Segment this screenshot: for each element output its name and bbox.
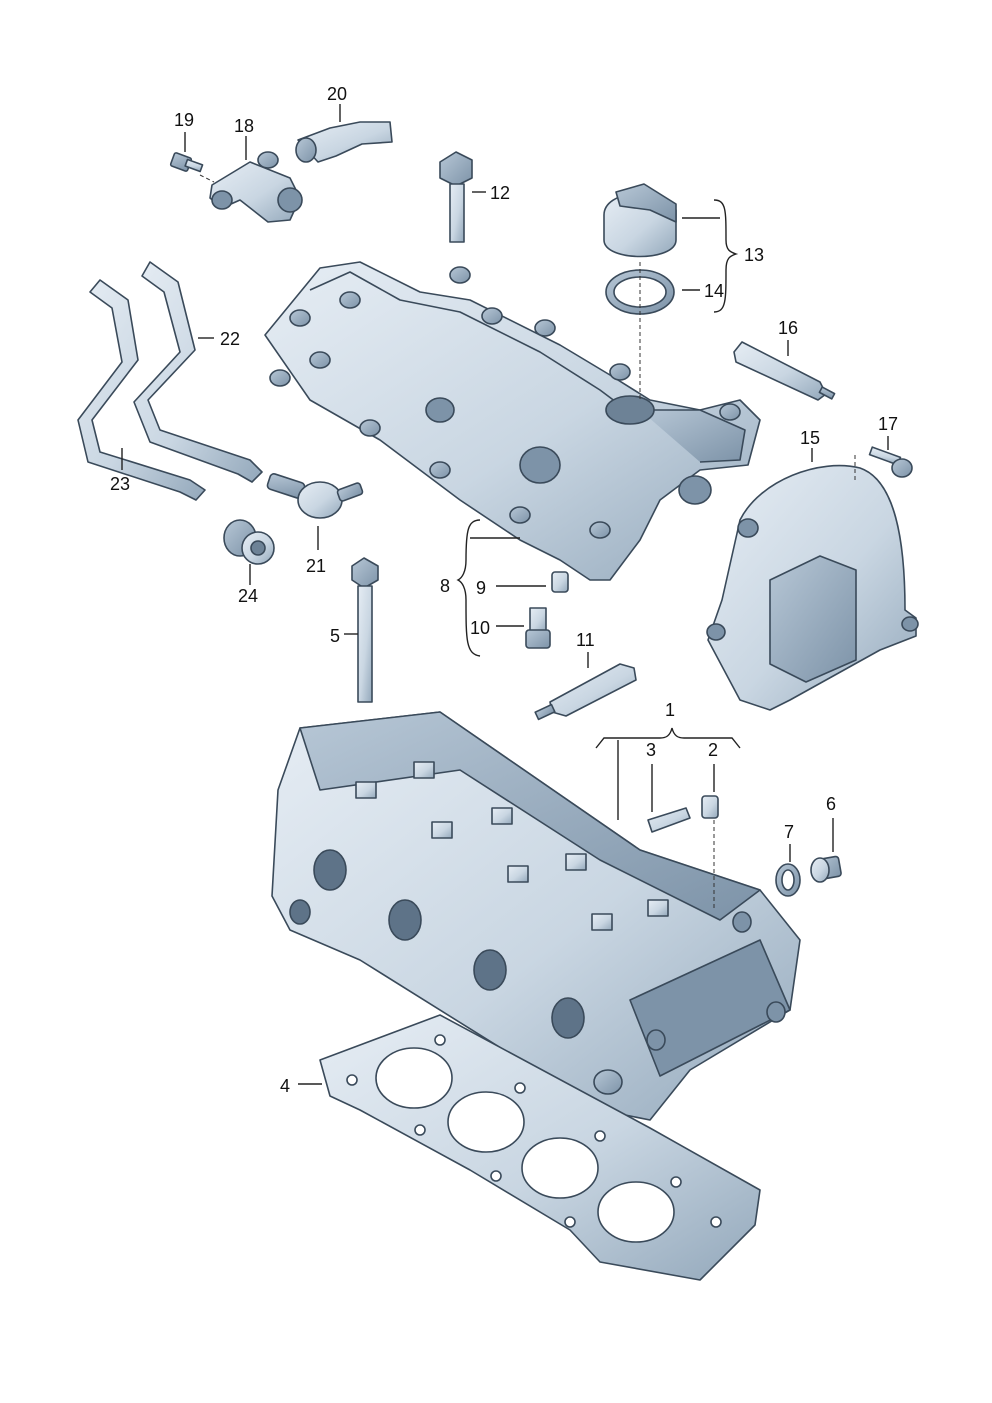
- callout-17: 17: [878, 414, 898, 434]
- callout-22: 22: [220, 329, 240, 349]
- callout-12: 12: [490, 183, 510, 203]
- oil-filler-cap-13[interactable]: [603, 183, 677, 258]
- callout-16: 16: [778, 318, 798, 338]
- callout-2: 2: [708, 740, 718, 760]
- plug-24[interactable]: [223, 519, 275, 565]
- callout-labels: 1 2 3 4 5 6 7 8 9 10 11 12 13 14 15 16 1…: [110, 84, 898, 1096]
- bolt-5[interactable]: [351, 557, 379, 703]
- bolt-12[interactable]: [439, 151, 473, 243]
- sensor-21[interactable]: [266, 473, 364, 519]
- callout-11: 11: [576, 630, 595, 650]
- callout-20: 20: [327, 84, 347, 104]
- hose-22[interactable]: [133, 261, 263, 483]
- cylinder-head-cover[interactable]: [264, 261, 761, 581]
- callout-8: 8: [440, 576, 450, 596]
- callout-21: 21: [306, 556, 326, 576]
- callout-10: 10: [470, 618, 490, 638]
- bolt-10[interactable]: [525, 607, 551, 649]
- bolt-17[interactable]: [868, 446, 913, 478]
- hose-20[interactable]: [295, 121, 393, 163]
- callout-14: 14: [704, 281, 724, 301]
- callout-13: 13: [744, 245, 764, 265]
- timing-cover-15[interactable]: [706, 464, 919, 711]
- callout-24: 24: [238, 586, 258, 606]
- cylinder-head[interactable]: [271, 711, 801, 1121]
- callout-7: 7: [784, 822, 794, 842]
- pin-3[interactable]: [647, 807, 691, 833]
- leader-lines: [121, 104, 889, 1085]
- sleeve-2[interactable]: [701, 795, 719, 819]
- callout-15: 15: [800, 428, 820, 448]
- callout-19: 19: [174, 110, 194, 130]
- head-gasket-4[interactable]: [319, 1014, 761, 1281]
- plug-6[interactable]: [810, 855, 842, 883]
- callout-6: 6: [826, 794, 836, 814]
- sleeve-9[interactable]: [551, 571, 569, 593]
- connector-18[interactable]: [209, 151, 303, 223]
- callout-1: 1: [665, 700, 675, 720]
- callout-5: 5: [330, 626, 340, 646]
- seal-ring-7[interactable]: [775, 863, 801, 897]
- sealant-tube-11[interactable]: [534, 663, 637, 721]
- sealant-tube-16[interactable]: [733, 341, 836, 401]
- callout-18: 18: [234, 116, 254, 136]
- bolt-19[interactable]: [169, 152, 204, 173]
- callout-3: 3: [646, 740, 656, 760]
- callout-9: 9: [476, 578, 486, 598]
- dashed-assembly-lines: [199, 174, 856, 910]
- callout-4: 4: [280, 1076, 290, 1096]
- hose-23[interactable]: [77, 279, 206, 501]
- callout-23: 23: [110, 474, 130, 494]
